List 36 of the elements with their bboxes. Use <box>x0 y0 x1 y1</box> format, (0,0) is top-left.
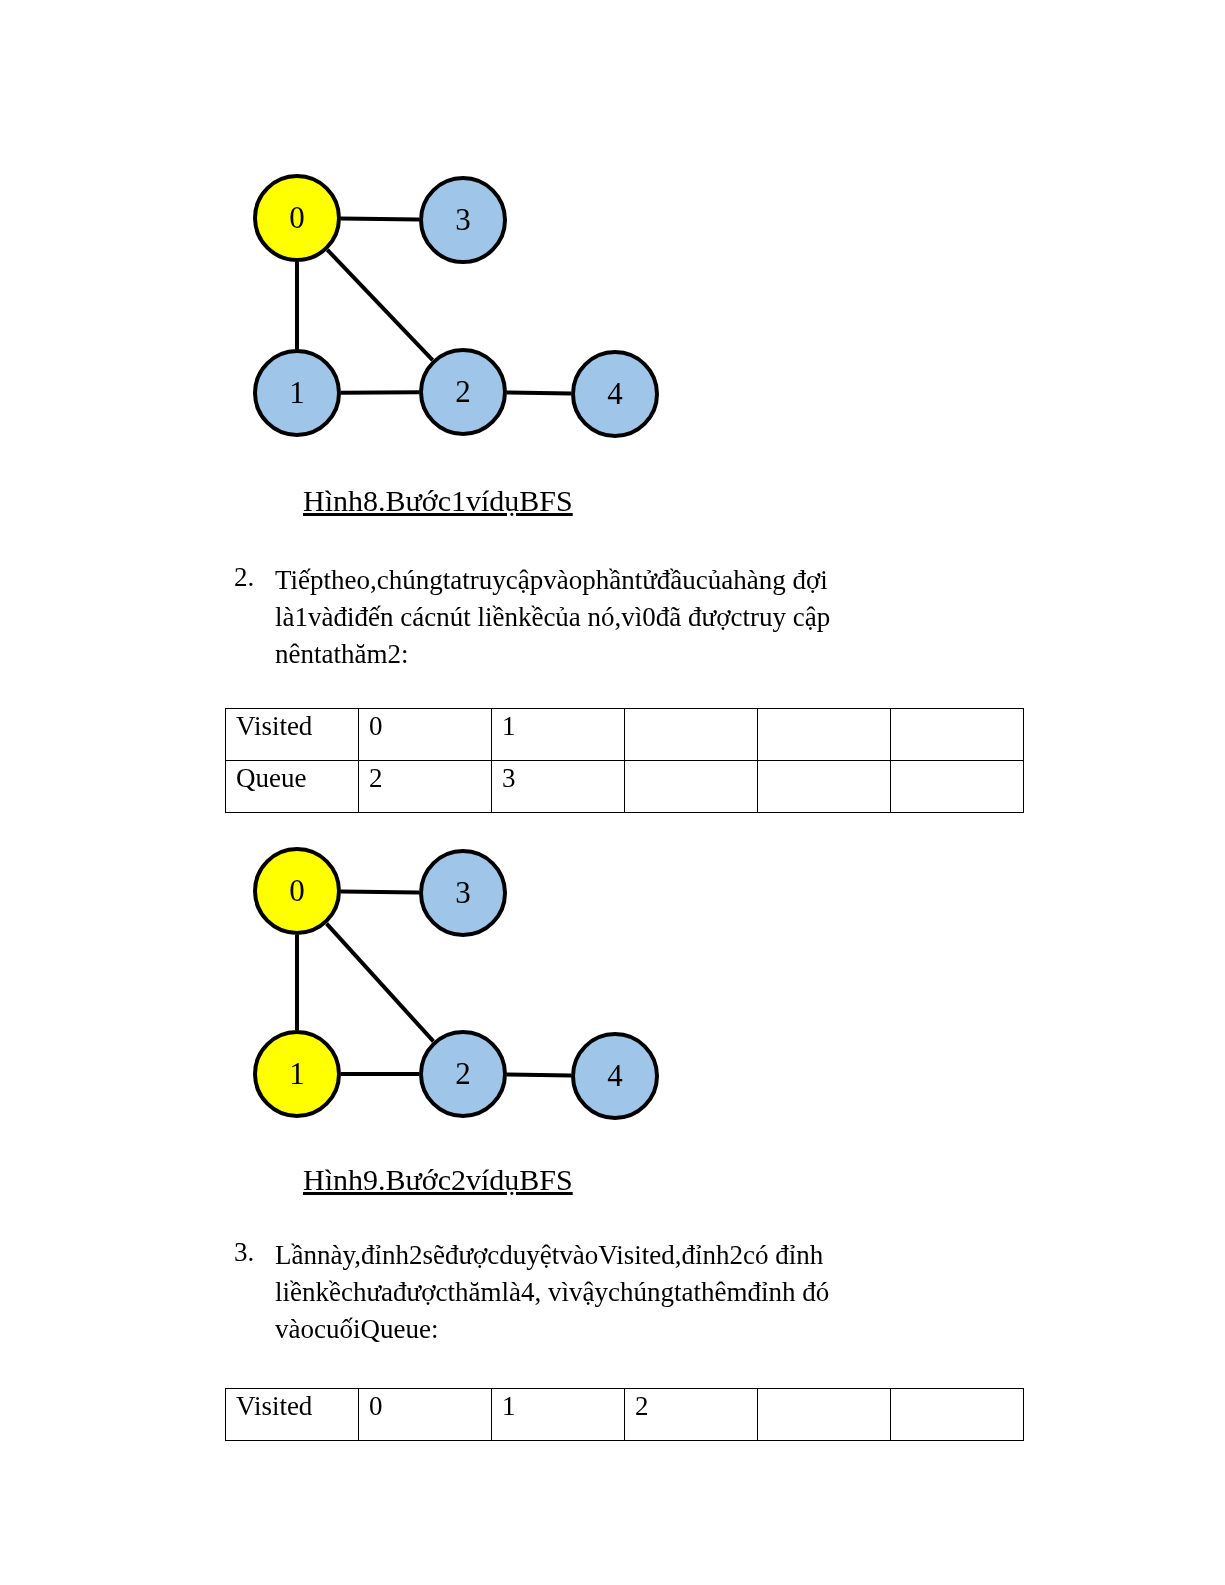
table-cell: Visited <box>225 1388 359 1441</box>
edge-line <box>325 922 435 1043</box>
list-number: 3. <box>234 1237 255 1268</box>
vertex-circle: 3 <box>419 849 507 937</box>
edge-line <box>340 889 420 895</box>
list-number: 2. <box>234 562 255 593</box>
table-cell: 1 <box>491 708 625 761</box>
vertex-circle: 2 <box>419 1030 507 1118</box>
edge-line <box>506 1072 572 1078</box>
edge-line <box>341 390 419 395</box>
vertex-circle: 1 <box>253 1030 341 1118</box>
edge-line <box>340 216 420 222</box>
vertex-circle: 2 <box>419 348 507 436</box>
edge-line <box>506 390 572 396</box>
edge-line <box>325 248 435 362</box>
vertex-circle: 0 <box>253 847 341 935</box>
edge-line <box>295 262 299 349</box>
vertex-circle: 4 <box>571 350 659 438</box>
table-cell: 1 <box>491 1388 625 1441</box>
table-cell: 2 <box>624 1388 758 1441</box>
figure-caption: Hình9.Bước2vídụBFS <box>303 1163 573 1197</box>
vertex-circle: 0 <box>253 174 341 262</box>
figure-caption: Hình8.Bước1vídụBFS <box>303 484 573 518</box>
table-cell: 3 <box>491 760 625 813</box>
table-cell: 2 <box>358 760 492 813</box>
vertex-circle: 3 <box>419 176 507 264</box>
paragraph: Tiếptheo,chúngtatruycậpvàophầntửđầucủahàng đợi là1vàđiđến cácnút liềnkềcủa nó,vì0đã đượctruy cập nêntathăm2: <box>275 564 832 671</box>
table-cell: 0 <box>358 1388 492 1441</box>
table-cell: Visited <box>225 708 359 761</box>
vertex-circle: 4 <box>571 1032 659 1120</box>
paragraph: Lầnnày,đỉnh2sẽđượcduyệtvàoVisited,đỉnh2có đỉnh liềnkềchưađượcthămlà4, vìvậychúngtathêmđỉnh đó vàocuốiQueue: <box>275 1239 831 1346</box>
table-cell: Queue <box>225 760 359 813</box>
table-cell: 0 <box>358 708 492 761</box>
edge-line <box>295 935 299 1030</box>
edge-line <box>341 1072 419 1076</box>
vertex-circle: 1 <box>253 349 341 437</box>
